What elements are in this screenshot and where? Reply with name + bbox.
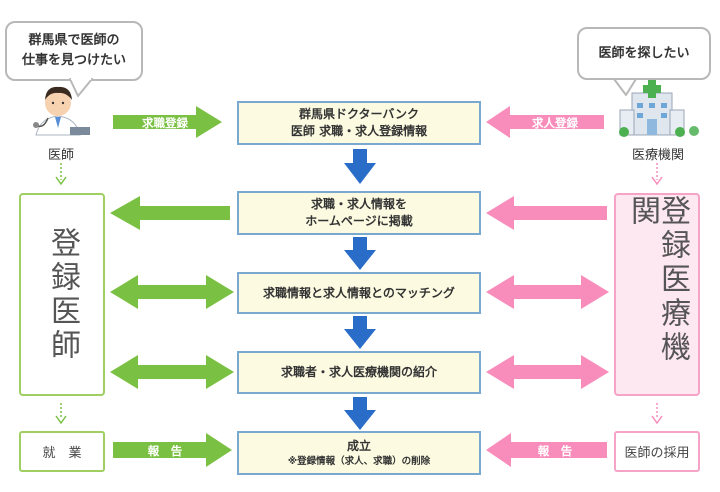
step-introduction: 求職者・求人医療機関の紹介	[237, 351, 481, 394]
down-arrow-2	[344, 237, 376, 270]
offer-registration-label: 求人登録	[532, 116, 578, 130]
report-institution-arrow	[486, 433, 607, 467]
doctor-dashed-arrow-bottom	[55, 403, 67, 425]
step-1-line-2: 医師 求職・求人登録情報	[290, 124, 428, 138]
report-left-label: 報 告	[147, 444, 183, 458]
job-registration-arrow	[113, 106, 222, 138]
institution-label: 医療機関	[631, 148, 684, 163]
employment-box: 就 業	[19, 431, 105, 472]
job-registration-label: 求職登録	[142, 116, 188, 130]
report-doctor-arrow	[113, 433, 232, 467]
step-3-line-1: 求職情報と求人情報とのマッチング	[263, 285, 455, 300]
registered-institution-panel: 登録医療機関	[614, 193, 700, 396]
doctor-label: 医師	[47, 148, 74, 163]
step-1-line-1: 群馬県ドクターバンク	[298, 107, 419, 121]
publish-to-doctors-arrow	[110, 196, 230, 230]
step-registration-info: 群馬県ドクターバンク 医師 求職・求人登録情報	[237, 101, 481, 145]
down-arrow-3	[344, 316, 376, 349]
step-publish-homepage: 求職・求人情報を ホームページに掲載	[237, 191, 481, 235]
introduction-doctor-arrow	[110, 355, 234, 389]
down-arrow-1	[344, 149, 376, 184]
introduction-institution-arrow	[486, 355, 609, 389]
step-2-line-2: ホームページに掲載	[305, 214, 413, 228]
matching-institution-arrow	[486, 275, 609, 309]
step-5-line-1: 成立	[346, 439, 371, 453]
offer-registration-arrow	[486, 106, 604, 138]
publish-from-institutions-arrow	[486, 196, 607, 230]
step-5-note: ※登録情報（求人、求職）の削除	[287, 456, 431, 467]
doctor-speech-bubble: 群馬県で医師の 仕事を見つけたい	[5, 21, 143, 81]
doctor-hiring-box: 医師の採用	[614, 431, 700, 472]
step-4-line-1: 求職者・求人医療機関の紹介	[280, 365, 437, 379]
institution-dashed-arrow-top	[651, 163, 663, 186]
report-right-label: 報 告	[537, 444, 573, 458]
doctor-dashed-arrow-top	[55, 163, 67, 186]
step-matching: 求職情報と求人情報とのマッチング	[237, 272, 481, 314]
step-2-line-1: 求職・求人情報を	[310, 197, 407, 211]
down-arrow-4	[344, 397, 376, 430]
registered-doctor-text: 登録医師	[45, 226, 80, 363]
step-completion: 成立 ※登録情報（求人、求職）の削除	[237, 431, 481, 475]
institution-dashed-arrow-bottom	[651, 403, 663, 425]
registered-institution-text: 登録医療機関	[625, 195, 690, 365]
institution-speech-bubble: 医師を探したい	[577, 27, 711, 80]
matching-doctor-arrow	[110, 275, 234, 309]
registered-doctor-panel: 登録医師	[19, 193, 105, 396]
